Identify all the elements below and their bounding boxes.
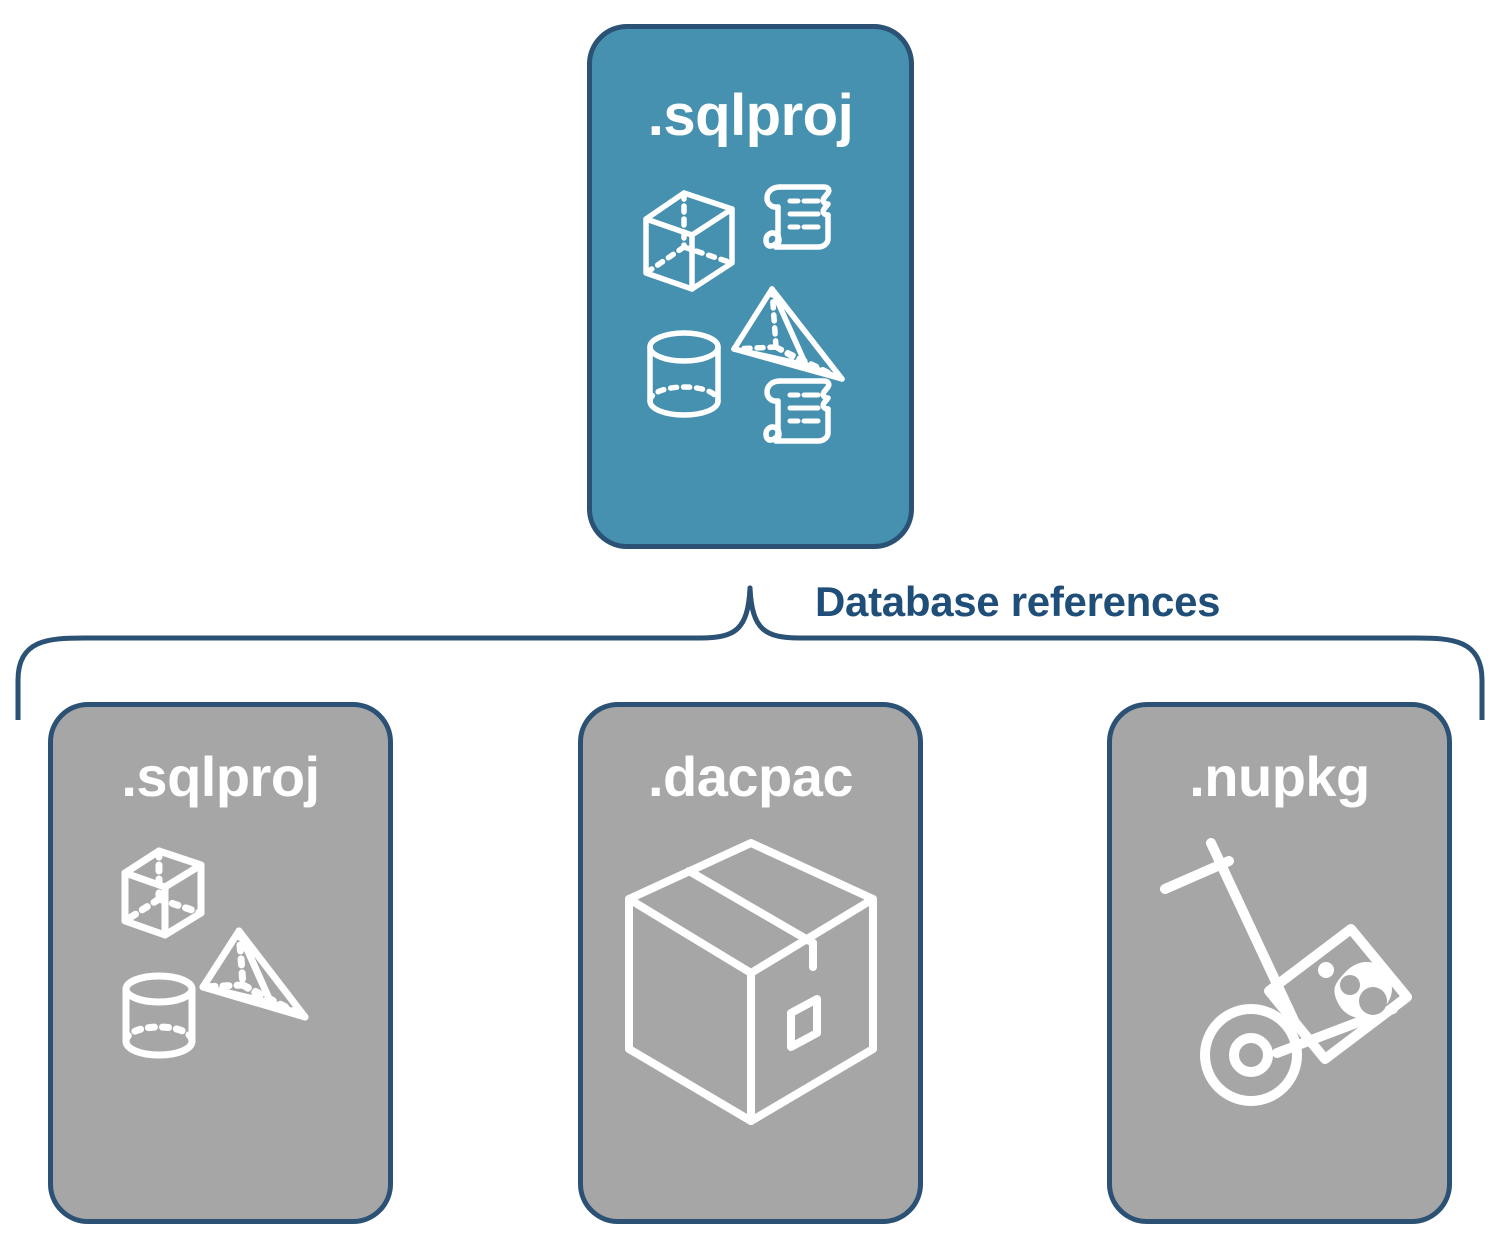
primary-icon-cluster: [592, 179, 909, 454]
sqlproj-objects-icon-group: [121, 847, 308, 1059]
nupkg-icon-cluster: [1112, 837, 1447, 1157]
node-card-sqlproj-primary[interactable]: .sqlproj: [587, 24, 914, 549]
pyramid-icon: [730, 286, 845, 382]
cube-icon: [642, 190, 735, 292]
card-title: .dacpac: [647, 745, 854, 808]
node-card-dacpac[interactable]: .dacpac: [578, 702, 923, 1224]
database-references-connector: [15, 585, 1485, 720]
scroll-icon: [762, 184, 832, 250]
package-box-icon: [624, 839, 877, 1125]
card-title: .nupkg: [1189, 745, 1370, 808]
brace-left-arm: [15, 585, 753, 720]
node-card-nupkg[interactable]: .nupkg: [1107, 702, 1452, 1224]
hand-truck-icon: [1159, 838, 1412, 1106]
node-card-sqlproj-reference[interactable]: .sqlproj: [48, 702, 393, 1224]
sqlproj-reference-icon-cluster: [53, 837, 388, 1157]
cylinder-icon: [646, 330, 721, 418]
cylinder-icon: [122, 972, 195, 1059]
pyramid-icon: [199, 927, 308, 1021]
cube-icon: [121, 847, 204, 939]
brace-right-arm: [747, 585, 1485, 720]
card-title: .sqlproj: [121, 745, 320, 808]
scroll-icon: [762, 378, 832, 444]
sqlproj-objects-icon-group: [642, 184, 845, 444]
connector-label: Database references: [815, 578, 1221, 625]
card-title: .sqlproj: [647, 83, 854, 148]
dacpac-icon-cluster: [583, 837, 918, 1157]
